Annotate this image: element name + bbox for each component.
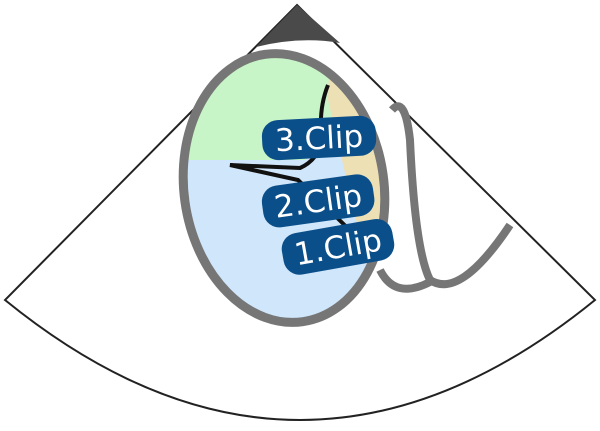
chamber-ring xyxy=(178,49,390,327)
right-chamber-loop xyxy=(388,102,514,289)
clip-label-2: 2.Clip xyxy=(261,174,375,228)
clip-label-3-text: 3.Clip xyxy=(274,119,364,160)
clip-label-3: 3.Clip xyxy=(261,115,377,161)
sector-apex xyxy=(256,5,340,47)
